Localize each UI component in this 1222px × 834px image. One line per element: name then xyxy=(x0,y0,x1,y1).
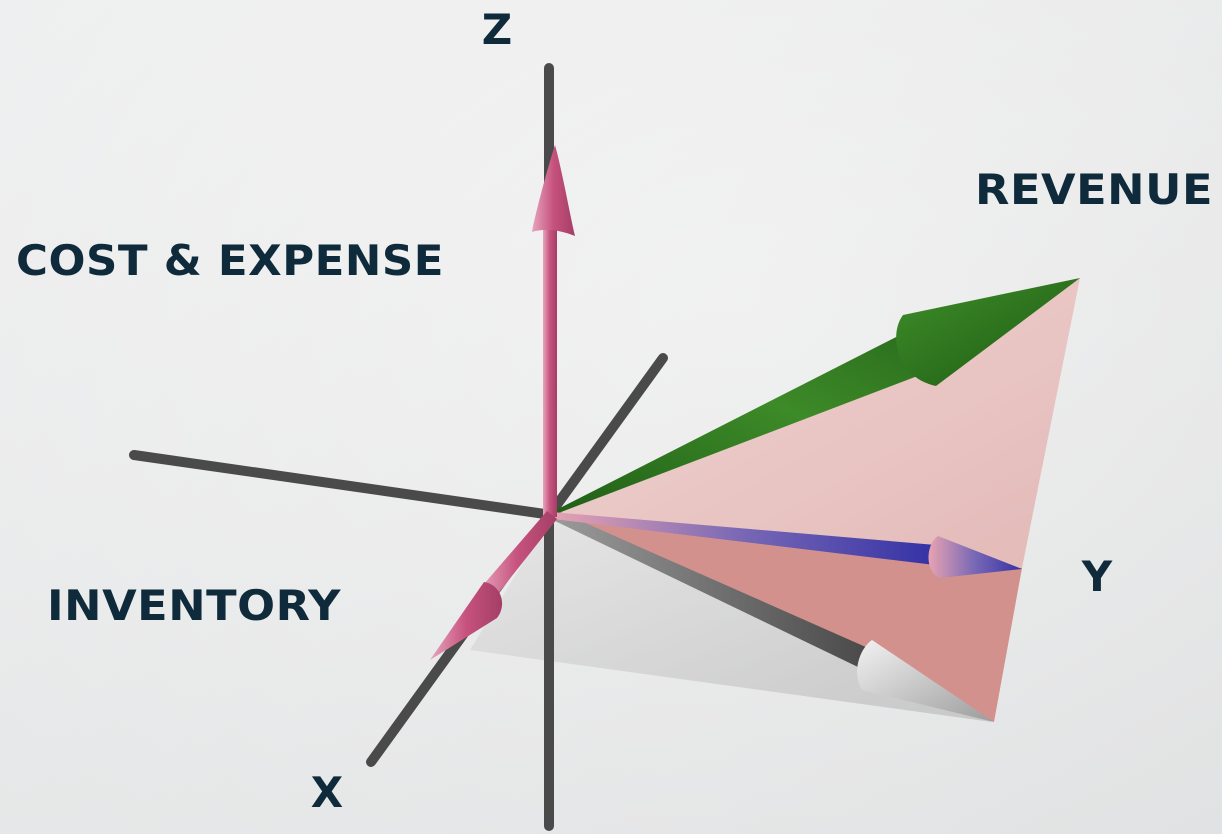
revenue-vector xyxy=(548,278,1080,517)
cost-expense-vector xyxy=(532,145,575,517)
y-axis-back-line xyxy=(129,450,557,520)
y-axis-label: Y xyxy=(1081,552,1113,601)
x-axis-label: X xyxy=(311,768,343,817)
inventory-label: INVENTORY xyxy=(47,581,341,630)
gray-vector xyxy=(553,510,994,722)
cost-expense-label: COST & EXPENSE xyxy=(16,236,444,285)
revenue-label: REVENUE xyxy=(975,165,1213,214)
z-axis-label: Z xyxy=(482,5,512,54)
y-vector xyxy=(552,512,1022,578)
inventory-vector xyxy=(430,511,557,660)
